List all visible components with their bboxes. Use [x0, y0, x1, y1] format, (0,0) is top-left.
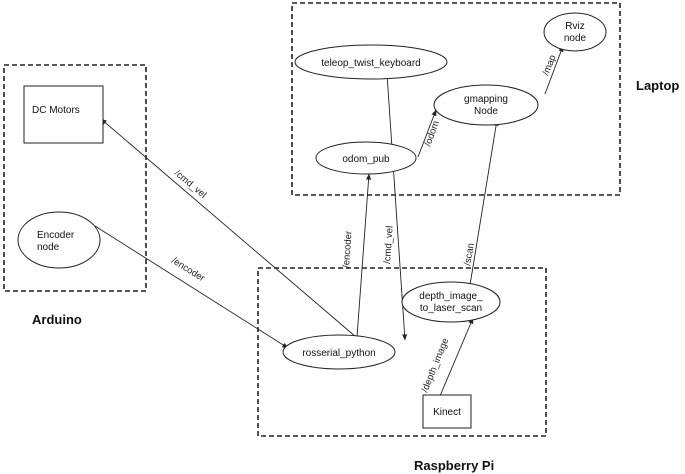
edge-label-scan: /scan — [462, 242, 477, 266]
depth-image-to-laser-scan-node: depth_image_ to_laser_scan — [401, 281, 501, 323]
edge-label-odom: /odom — [422, 119, 441, 148]
encoder-node: Encoder node — [17, 211, 101, 269]
edge-label-encoder-rosserial: /encoder — [169, 255, 206, 284]
teleop-twist-keyboard-node: teleop_twist_keyboard — [294, 44, 448, 80]
depth-image-label-1: depth_image_ — [419, 291, 483, 302]
kinect-node: Kinect — [422, 394, 472, 429]
edge-teleop-to-rosserial — [386, 73, 408, 341]
odom-pub-label: odom_pub — [342, 154, 390, 165]
dc-motors-node: DC Motors — [23, 85, 104, 144]
dc-motors-label: DC Motors — [32, 105, 80, 116]
gmapping-node-label-2: Node — [474, 106, 498, 117]
depth-image-label-2: to_laser_scan — [420, 303, 482, 314]
edge-encoder-to-rosserial — [94, 225, 289, 349]
odom-pub-node: odom_pub — [315, 141, 417, 175]
edge-cmd-vel-to-motors — [100, 118, 357, 338]
rviz-node: Rviz node — [543, 12, 607, 52]
arduino-label: Arduino — [32, 312, 82, 327]
edge-label-depth-image: /depth_image — [420, 337, 452, 395]
teleop-twist-keyboard-label: teleop_twist_keyboard — [321, 58, 421, 69]
gmapping-node-label-1: gmapping — [464, 94, 508, 105]
edge-odom-to-gmapping — [417, 109, 437, 158]
encoder-node-label-2: node — [37, 242, 60, 253]
raspberry-pi-group — [257, 267, 547, 437]
gmapping-node: gmapping Node — [433, 84, 539, 126]
edge-depth-to-gmapping — [469, 119, 499, 286]
edge-rosserial-to-odom — [356, 173, 372, 338]
rosserial-python-node: rosserial_python — [282, 334, 396, 370]
edge-label-cmd-vel-teleop: /cmd_vel — [382, 226, 396, 265]
raspberry-pi-label: Raspberry Pi — [414, 458, 494, 473]
rviz-node-label-1: Rviz — [565, 21, 584, 32]
edge-gmapping-to-rviz — [544, 45, 564, 95]
encoder-node-label-1: Encoder — [37, 230, 75, 241]
laptop-label: Laptop — [636, 78, 679, 93]
laptop-group — [291, 2, 621, 196]
rosserial-python-label: rosserial_python — [302, 348, 375, 359]
edge-label-encoder-odom: /encoder — [341, 231, 355, 269]
kinect-label: Kinect — [433, 407, 461, 418]
rviz-node-label-2: node — [564, 33, 587, 44]
edge-kinect-to-depth — [439, 317, 474, 397]
